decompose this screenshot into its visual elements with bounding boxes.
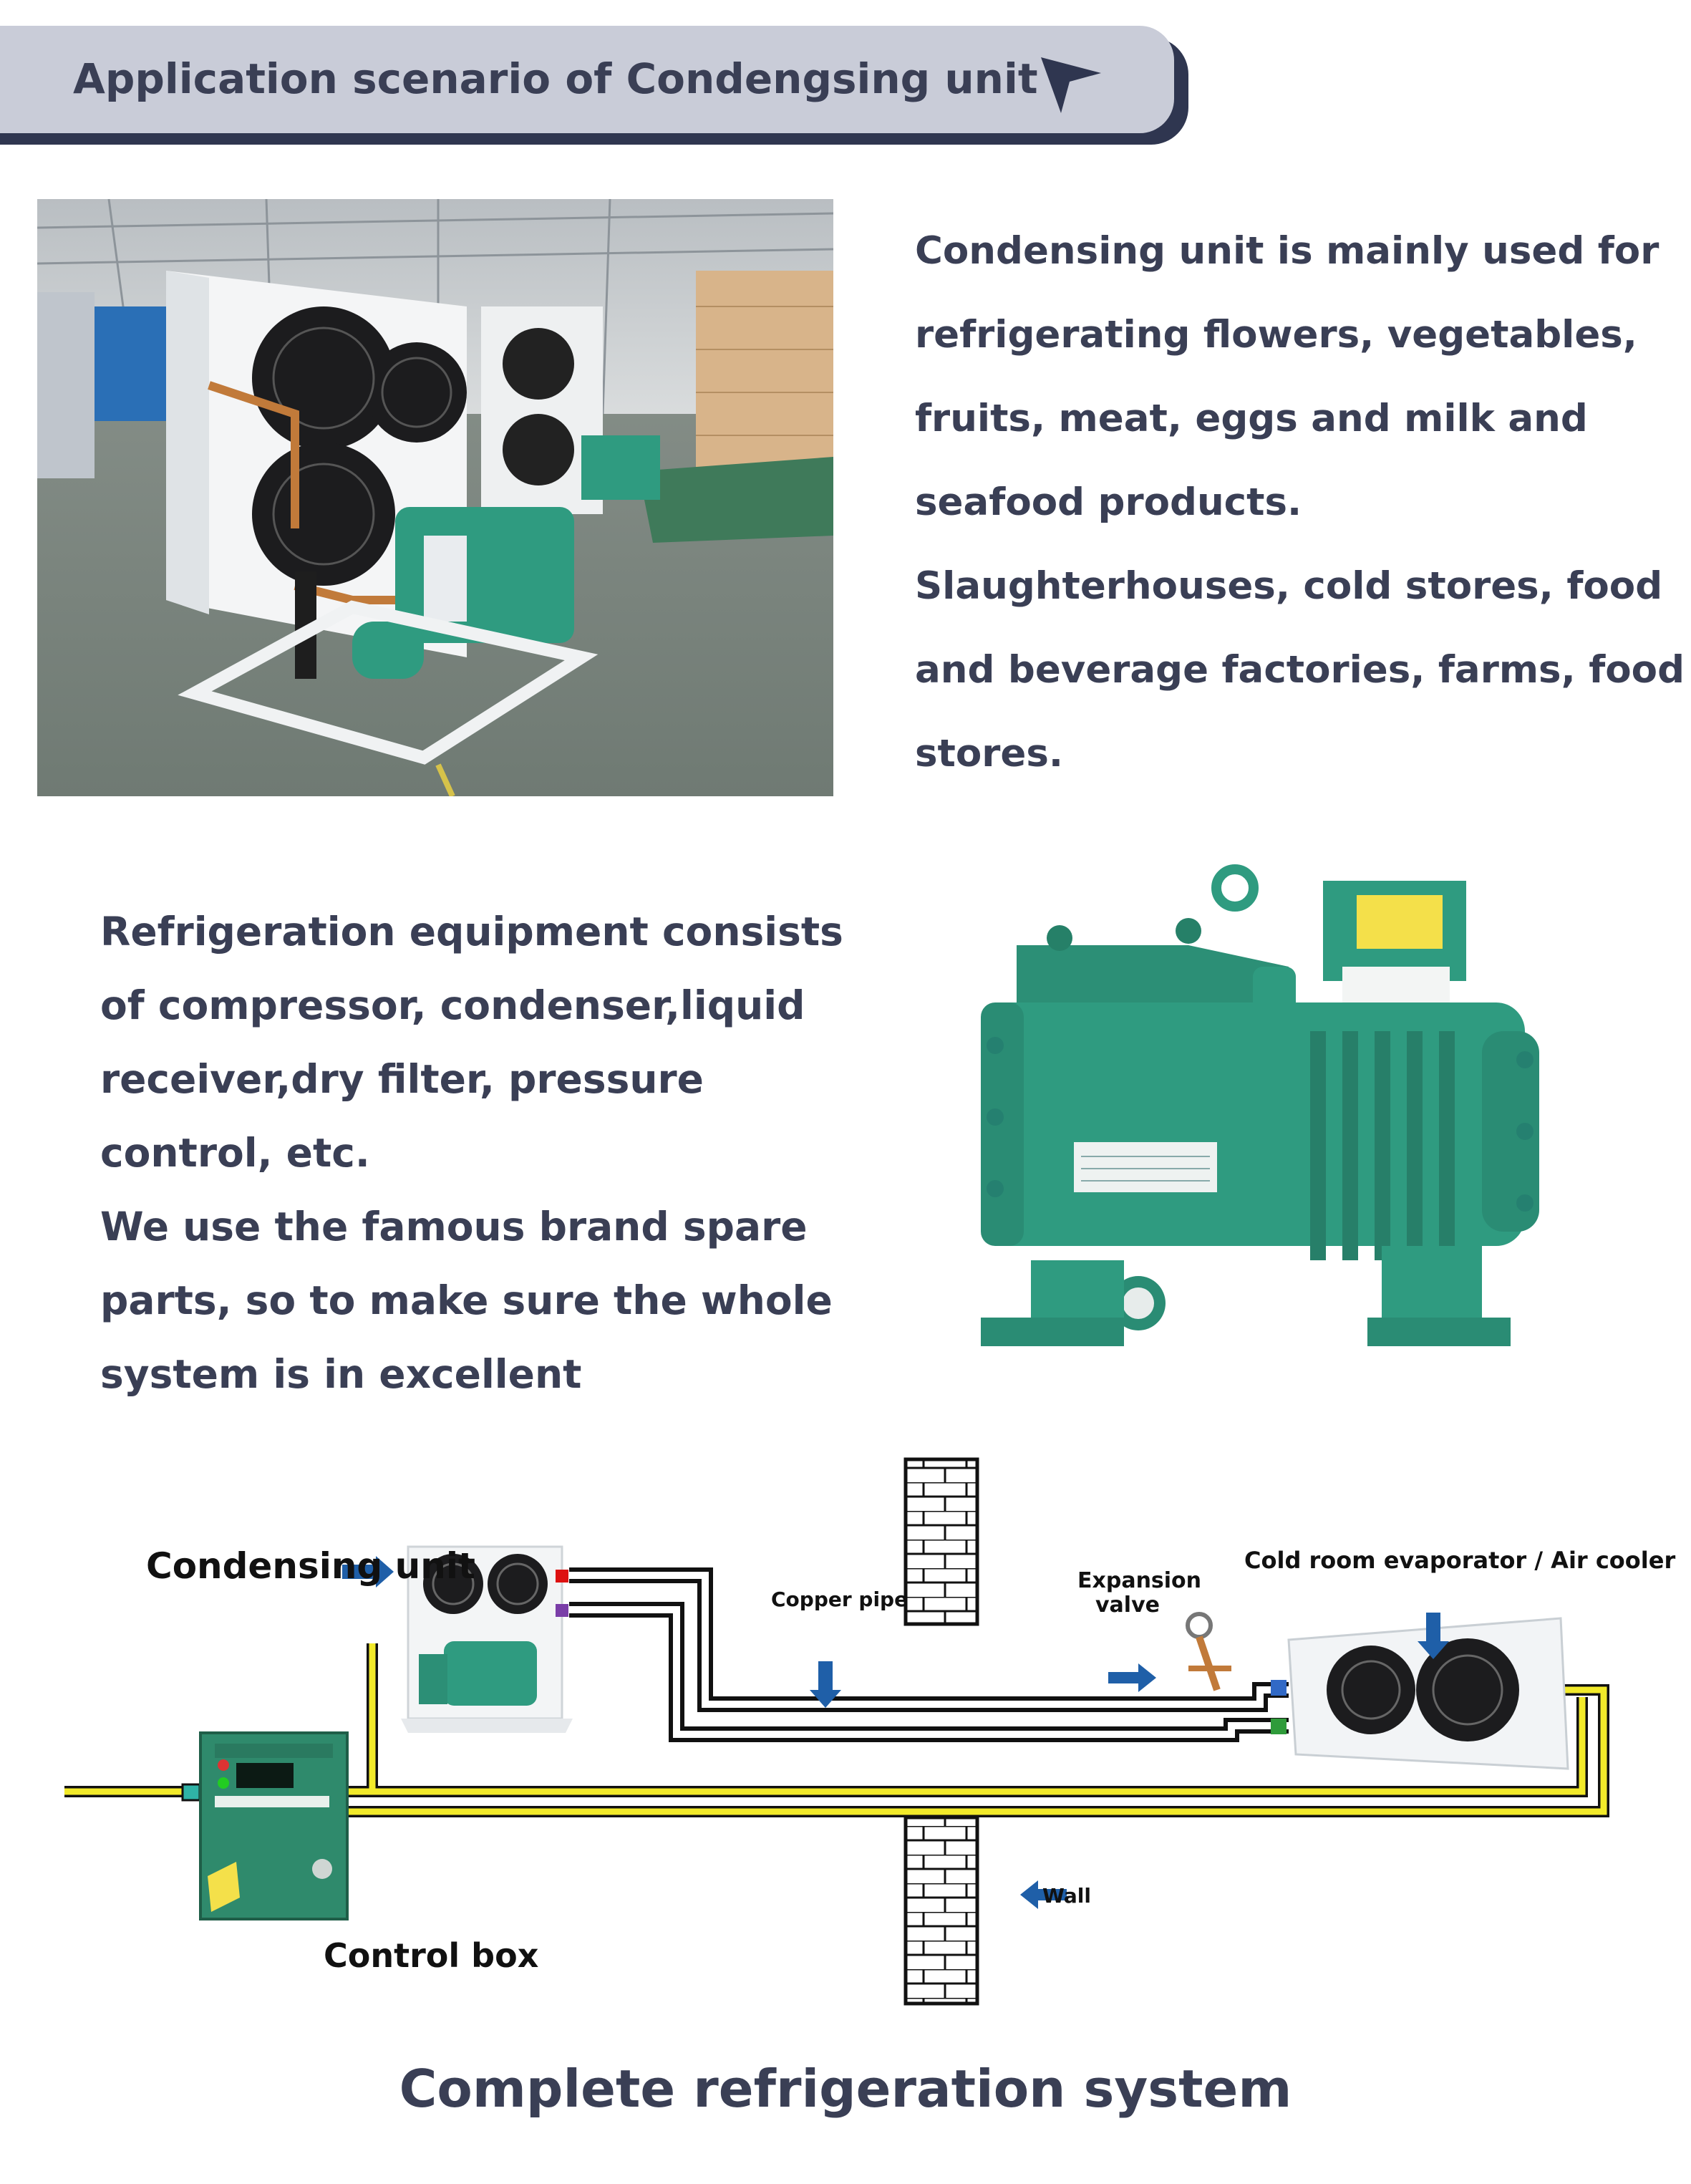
wall-top (903, 1457, 979, 1626)
equipment-line: Refrigeration equipment consists (100, 909, 843, 955)
condensing-unit-illustration (401, 1545, 573, 1733)
intro-line: Slaughterhouses, cold stores, food (915, 564, 1663, 608)
intro-paragraph: Condensing unit is mainly used for refri… (915, 209, 1685, 796)
equipment-line: receiver,dry filter, pressure (100, 1056, 704, 1102)
evaporator-illustration (1271, 1617, 1569, 1770)
evaporator-label: Cold room evaporator / Air cooler (1244, 1547, 1676, 1574)
factory-photo (37, 199, 833, 796)
intro-line: seafood products. (915, 480, 1302, 524)
equipment-line: system is in excellent (100, 1351, 582, 1397)
intro-line: stores. (915, 732, 1064, 775)
intro-line: Condensing unit is mainly used for (915, 229, 1659, 273)
equipment-line: We use the famous brand spare (100, 1204, 808, 1250)
equipment-paragraph: Refrigeration equipment consists of comp… (100, 895, 859, 1411)
wall-label: Wall (1042, 1884, 1091, 1908)
equipment-line: control, etc. (100, 1130, 370, 1176)
page-title: Application scenario of Condengsing unit (73, 54, 1038, 103)
header-banner (0, 26, 1174, 133)
expansion-valve-label-line2: valve (1095, 1593, 1160, 1618)
expansion-valve-label: Expansion (1077, 1568, 1202, 1593)
cursor-arrow-icon (1041, 57, 1101, 113)
equipment-line: of compressor, condenser,liquid (100, 982, 805, 1028)
expansion-valve-illustration (1186, 1612, 1231, 1691)
refrigeration-diagram (64, 1457, 1609, 2006)
control-box-label: Control box (324, 1936, 539, 1975)
footer-title: Complete refrigeration system (399, 2059, 1292, 2119)
control-box-illustration (199, 1731, 349, 1920)
intro-line: refrigerating flowers, vegetables, (915, 313, 1637, 357)
intro-line: fruits, meat, eggs and milk and (915, 397, 1588, 440)
wall-bottom (903, 1815, 979, 2006)
copper-pipe-label: Copper pipe (771, 1588, 909, 1611)
equipment-line: parts, so to make sure the whole (100, 1277, 833, 1323)
compressor-photo (981, 864, 1539, 1346)
condensing-unit-label: Condensing unit (146, 1545, 475, 1587)
intro-line: and beverage factories, farms, food (915, 648, 1685, 692)
